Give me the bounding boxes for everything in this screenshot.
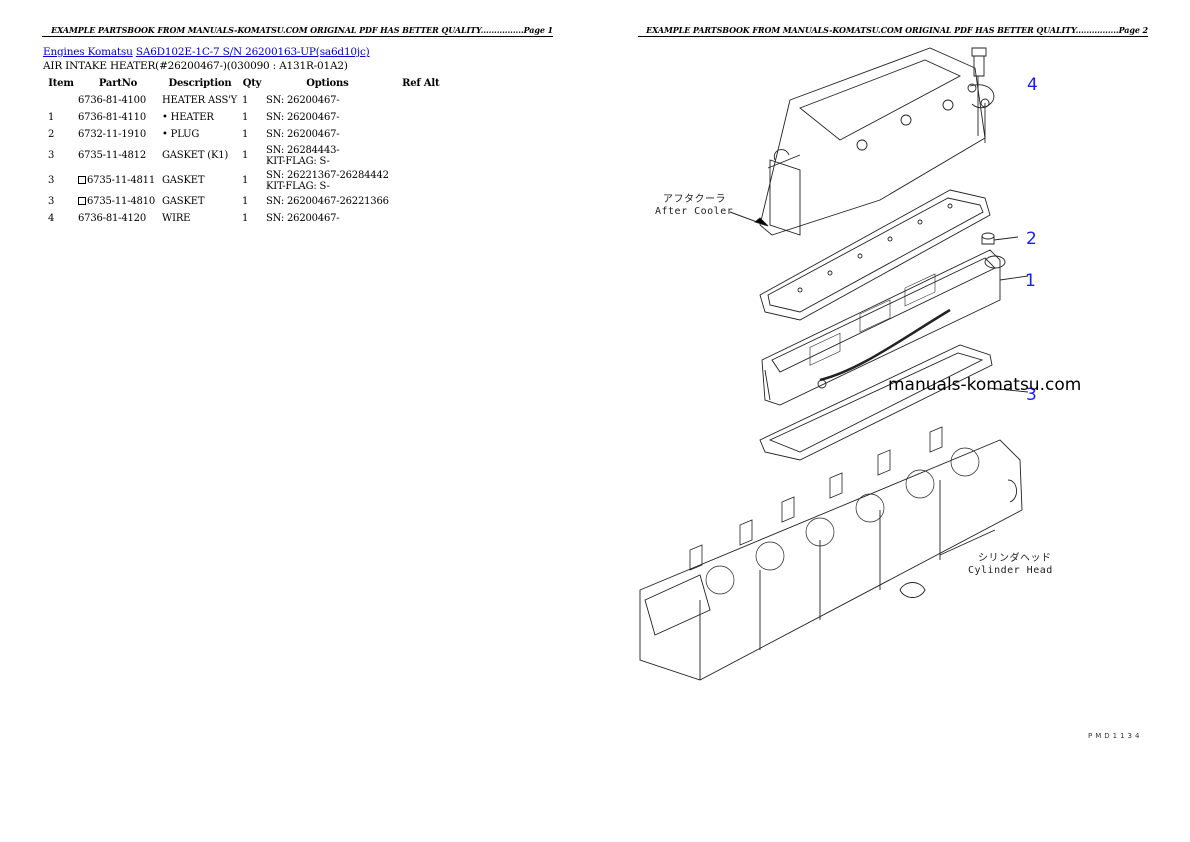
after-cooler-label-en: After Cooler bbox=[655, 206, 734, 217]
col-header-options: Options bbox=[306, 78, 349, 89]
parts-table: Item PartNo Description Qty Options Ref … bbox=[43, 75, 451, 227]
cell-ref-alt bbox=[391, 210, 451, 227]
cell-item: 1 bbox=[48, 112, 55, 123]
partno-text: 6735-11-4811 bbox=[87, 175, 155, 186]
cell-options: SN: 26200467- bbox=[266, 213, 340, 224]
option-line: KIT-FLAG: S- bbox=[266, 155, 330, 167]
callout-4: 4 bbox=[1027, 75, 1038, 95]
cell-ref-alt bbox=[391, 143, 451, 168]
lower-gasket-drawing bbox=[759, 344, 1029, 461]
exploded-parts-diagram bbox=[639, 47, 1029, 681]
breadcrumb-link-model[interactable]: SA6D102E-1C-7 S/N 26200163-UP(sa6d10jc) bbox=[135, 46, 370, 58]
cylinder-head-label: シリンダヘッド Cylinder Head bbox=[968, 553, 1053, 577]
col-header-qty: Qty bbox=[242, 78, 262, 89]
callout-2: 2 bbox=[1026, 229, 1037, 249]
col-header-ref-alt: Ref Alt bbox=[402, 78, 440, 89]
cell-qty: 1 bbox=[242, 175, 249, 186]
cell-description: • PLUG bbox=[162, 129, 200, 140]
cell-item: 3 bbox=[48, 150, 55, 161]
cell-ref-alt bbox=[391, 193, 451, 210]
cell-partno: 6735-11-4810 bbox=[76, 193, 160, 210]
option-line: SN: 26284443- bbox=[266, 144, 340, 156]
cell-partno: 6736-81-4120 bbox=[78, 213, 146, 224]
breadcrumb: Engines Komatsu SA6D102E-1C-7 S/N 262001… bbox=[43, 46, 370, 58]
cylinder-head-drawing bbox=[639, 426, 1023, 681]
cell-ref-alt bbox=[391, 126, 451, 143]
col-header-partno: PartNo bbox=[98, 78, 138, 89]
cell-description: • HEATER bbox=[162, 112, 214, 123]
figure-code: PMD1134 bbox=[1088, 732, 1143, 740]
cell-partno: 6736-81-4110 bbox=[78, 112, 146, 123]
cell-item: 2 bbox=[48, 129, 55, 140]
after-cooler-label: アフタクーラ After Cooler bbox=[655, 194, 733, 218]
cell-qty: 1 bbox=[242, 213, 249, 224]
callout-3: 3 bbox=[1026, 385, 1037, 405]
option-line: KIT-FLAG: S- bbox=[266, 180, 330, 192]
upper-gasket-drawing bbox=[759, 189, 991, 321]
table-row: 1 6736-81-4110 • HEATER 1 SN: 26200467- bbox=[43, 109, 451, 126]
table-header-row: Item PartNo Description Qty Options Ref … bbox=[43, 75, 451, 92]
checkbox-icon[interactable] bbox=[78, 197, 86, 205]
cell-partno: 6735-11-4812 bbox=[78, 150, 146, 161]
col-header-item: Item bbox=[48, 78, 74, 89]
cell-partno: 6736-81-4100 bbox=[78, 95, 146, 106]
cell-options: SN: 26200467- bbox=[266, 129, 340, 140]
table-row: 2 6732-11-1910 • PLUG 1 SN: 26200467- bbox=[43, 126, 451, 143]
cell-options: SN: 26221367-26284442 KIT-FLAG: S- bbox=[264, 168, 391, 193]
cylinder-head-label-en: Cylinder Head bbox=[968, 565, 1053, 576]
cell-description: GASKET bbox=[162, 196, 205, 207]
after-cooler-drawing bbox=[729, 47, 986, 236]
cell-partno: 6732-11-1910 bbox=[78, 129, 146, 140]
cell-description: GASKET (K1) bbox=[162, 150, 229, 161]
cell-qty: 1 bbox=[242, 112, 249, 123]
cylinder-head-label-jp: シリンダヘッド bbox=[978, 553, 1052, 564]
cell-partno: 6735-11-4811 bbox=[76, 168, 160, 193]
table-row: 4 6736-81-4120 WIRE 1 SN: 26200467- bbox=[43, 210, 451, 227]
heater-housing-drawing bbox=[761, 249, 1029, 406]
plug-drawing bbox=[981, 232, 1019, 245]
callout-1: 1 bbox=[1025, 271, 1036, 291]
cell-options: SN: 26200467- bbox=[266, 112, 340, 123]
cell-description: GASKET bbox=[162, 175, 205, 186]
watermark: manuals-komatsu.com bbox=[888, 375, 1082, 395]
page-1-header: EXAMPLE PARTSBOOK FROM MANUALS-KOMATSU.C… bbox=[42, 25, 553, 37]
cell-ref-alt bbox=[391, 109, 451, 126]
table-row: 3 6735-11-4810 GASKET 1 SN: 26200467-262… bbox=[43, 193, 451, 210]
section-title: AIR INTAKE HEATER(#26200467-)(030090 : A… bbox=[43, 60, 348, 72]
table-row: 6736-81-4100 HEATER ASS'Y 1 SN: 26200467… bbox=[43, 92, 451, 109]
cell-item: 4 bbox=[48, 213, 55, 224]
cell-qty: 1 bbox=[242, 95, 249, 106]
checkbox-icon[interactable] bbox=[78, 176, 86, 184]
cell-options: SN: 26200467-26221366 bbox=[266, 196, 389, 207]
cell-item bbox=[43, 92, 76, 109]
table-row: 3 6735-11-4812 GASKET (K1) 1 SN: 2628444… bbox=[43, 143, 451, 168]
wire-bolt-drawing bbox=[967, 47, 995, 143]
cell-ref-alt bbox=[391, 92, 451, 109]
page-2-header: EXAMPLE PARTSBOOK FROM MANUALS-KOMATSU.C… bbox=[638, 25, 1148, 37]
cell-item: 3 bbox=[48, 196, 55, 207]
cell-options: SN: 26284443- KIT-FLAG: S- bbox=[264, 143, 391, 168]
cell-qty: 1 bbox=[242, 129, 249, 140]
cell-qty: 1 bbox=[242, 150, 249, 161]
partno-text: 6735-11-4810 bbox=[87, 196, 155, 207]
breadcrumb-link-engines[interactable]: Engines Komatsu bbox=[43, 46, 133, 58]
table-row: 3 6735-11-4811 GASKET 1 SN: 26221367-262… bbox=[43, 168, 451, 193]
cell-options: SN: 26200467- bbox=[266, 95, 340, 106]
cell-qty: 1 bbox=[242, 196, 249, 207]
after-cooler-label-jp: アフタクーラ bbox=[663, 194, 726, 205]
cell-description: HEATER ASS'Y bbox=[162, 95, 238, 106]
cell-item: 3 bbox=[48, 175, 55, 186]
cell-ref-alt bbox=[391, 168, 451, 193]
col-header-description: Description bbox=[168, 78, 232, 89]
option-line: SN: 26221367-26284442 bbox=[266, 169, 389, 181]
cell-description: WIRE bbox=[162, 213, 191, 224]
